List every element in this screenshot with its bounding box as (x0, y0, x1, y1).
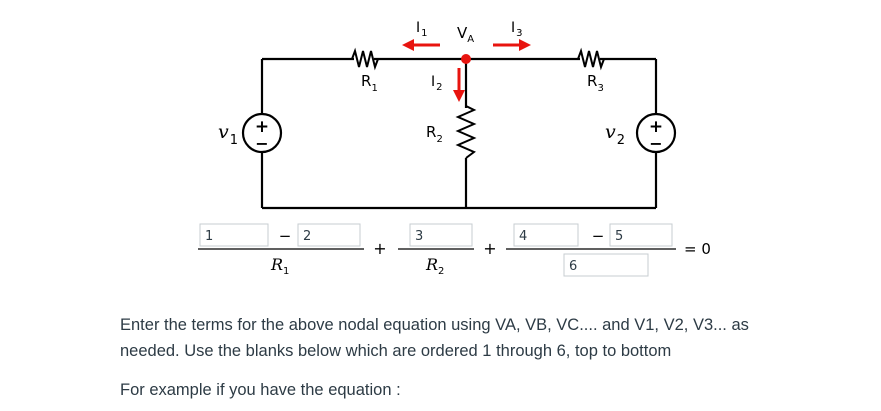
current-arrow-i3 (493, 39, 531, 51)
blank-2[interactable]: 2 (297, 223, 361, 247)
label-v1: v1 (218, 121, 238, 148)
example-text: For example if you have the equation : (120, 381, 401, 399)
label-v2: v2 (605, 121, 625, 148)
voltage-source-v1: + − (241, 112, 283, 154)
svg-text:3: 3 (415, 229, 423, 244)
current-arrow-i2 (453, 68, 465, 102)
blank-4[interactable]: 4 (513, 223, 579, 247)
v1-minus-sign: − (255, 134, 268, 153)
current-arrow-i1 (402, 39, 440, 51)
label-i3: I3 (511, 20, 523, 39)
nodal-equation: 1 − 2 R1 + 3 R2 + 4 − 5 (198, 223, 711, 277)
denominator-r1: R1 (270, 255, 289, 277)
v2-minus-sign: − (649, 134, 662, 153)
minus-sign-1: − (279, 227, 292, 245)
label-i1: I1 (416, 20, 428, 39)
resistor-r3 (577, 47, 605, 71)
svg-text:6: 6 (569, 259, 577, 274)
svg-text:2: 2 (303, 229, 311, 244)
svg-text:1: 1 (205, 229, 213, 244)
label-i2: I2 (431, 74, 443, 93)
label-r1: R1 (361, 72, 378, 94)
instruction-line-1: Enter the terms for the above nodal equa… (120, 316, 749, 334)
v1-plus-sign: + (255, 117, 269, 137)
plus-sign-2: + (483, 239, 496, 258)
minus-sign-2: − (592, 227, 605, 245)
blank-3[interactable]: 3 (409, 223, 473, 247)
label-r2: R2 (426, 123, 443, 145)
circuit-wires (260, 57, 658, 210)
equals-zero: = 0 (684, 240, 711, 258)
instruction-line-2: needed. Use the blanks below which are o… (120, 342, 672, 360)
blank-1[interactable]: 1 (199, 223, 269, 247)
svg-text:4: 4 (519, 229, 527, 244)
resistor-r1 (351, 47, 379, 71)
svg-text:5: 5 (615, 229, 623, 244)
label-va: VA (457, 24, 474, 45)
v2-plus-sign: + (649, 117, 663, 137)
blank-6[interactable]: 6 (563, 253, 649, 277)
denominator-r2: R2 (425, 255, 444, 277)
resistor-r2 (455, 105, 477, 159)
blank-5[interactable]: 5 (609, 223, 673, 247)
plus-sign-1: + (373, 239, 386, 258)
label-r3: R3 (587, 72, 604, 94)
voltage-source-v2: + − (635, 112, 677, 154)
node-va-dot (461, 54, 471, 64)
